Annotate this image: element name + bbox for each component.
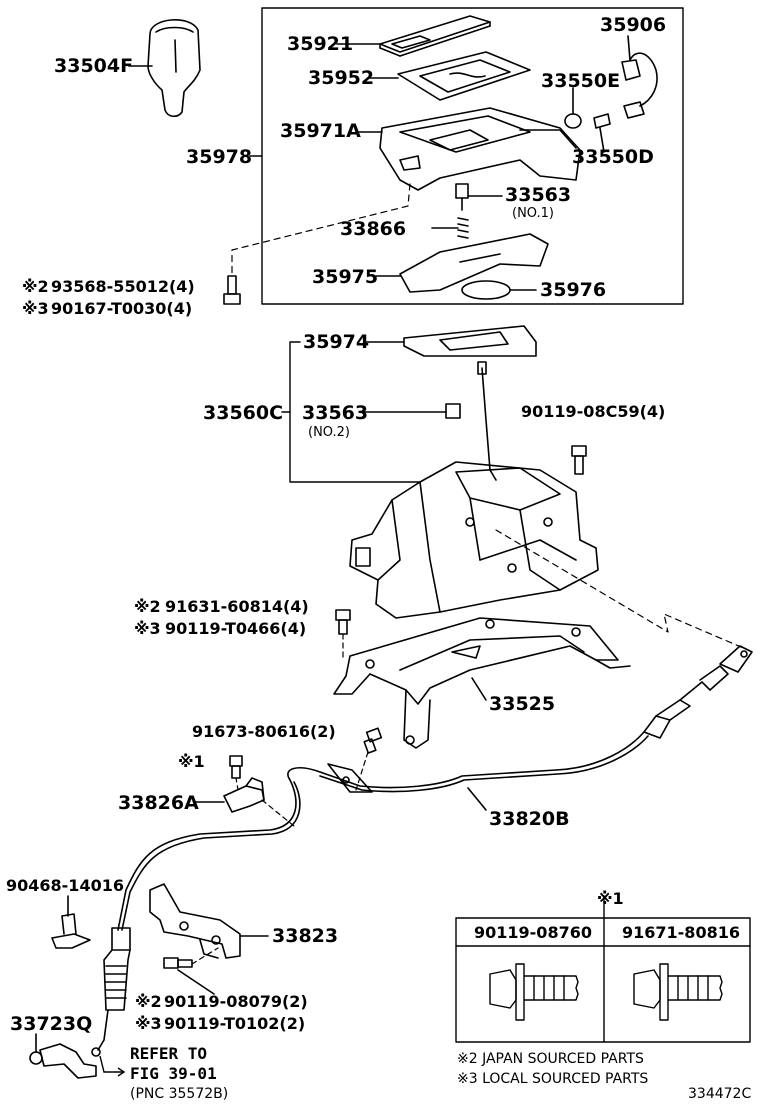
bolt-93568 xyxy=(223,275,241,305)
label-no1: (NO.1) xyxy=(512,206,554,221)
part-33550D xyxy=(593,113,611,129)
label-35978: 35978 xyxy=(186,146,253,168)
part-33525 xyxy=(333,617,631,749)
label-33866: 33866 xyxy=(340,218,407,240)
label-35971A: 35971A xyxy=(280,120,361,142)
label-33820B: 33820B xyxy=(489,808,570,830)
label-35974: 35974 xyxy=(303,331,370,353)
part-33866 xyxy=(431,217,469,239)
bolt-90119-08C59 xyxy=(571,445,587,475)
part-35974 xyxy=(363,325,537,357)
shift-knob-33504F xyxy=(128,19,201,118)
label-33723Q: 33723Q xyxy=(10,1013,93,1035)
label-33560C: 33560C xyxy=(203,402,284,424)
label-90468-14016: 90468-14016 xyxy=(6,876,124,895)
part-35906 xyxy=(621,35,658,119)
label-35976: 35976 xyxy=(540,279,607,301)
label-35906: 35906 xyxy=(600,14,667,36)
table-mark1: ※1 xyxy=(597,889,624,908)
label-35975: 35975 xyxy=(312,266,379,288)
note-local-sourced: ※3 LOCAL SOURCED PARTS xyxy=(457,1071,649,1087)
bolt-label-93568: 93568-55012(4) xyxy=(51,277,195,296)
mark3-90119-T0102: ※3 xyxy=(135,1014,162,1033)
shift-lever xyxy=(481,367,497,481)
part-35975 xyxy=(375,233,549,293)
cable-end xyxy=(91,927,131,1057)
refer-line3: (PNC 35572B) xyxy=(130,1086,229,1102)
label-33826A: 33826A xyxy=(118,792,199,814)
refer-line1: REFER TO xyxy=(130,1044,208,1063)
table-header-90119-08760: 90119-08760 xyxy=(474,923,592,942)
bolt-label-91673: 91673-80616(2) xyxy=(192,722,336,741)
label-33550E: 33550E xyxy=(541,70,621,92)
refer-line2: FIG 39-01 xyxy=(130,1064,217,1083)
label-no2: (NO.2) xyxy=(308,425,350,440)
label-33504F: 33504F xyxy=(54,55,134,77)
mark2-91631: ※2 xyxy=(134,597,161,616)
label-35921: 35921 xyxy=(287,33,354,55)
part-33563-no1 xyxy=(455,183,503,211)
shift-housing-33560C xyxy=(349,461,599,619)
label-33563-no2: 33563 xyxy=(302,402,369,424)
bolt-91673 xyxy=(363,727,383,754)
bolt-label-90167: 90167-T0030(4) xyxy=(51,299,193,318)
cable-33820B xyxy=(117,645,753,931)
label-33823: 33823 xyxy=(272,925,339,947)
label-33563-no1: 33563 xyxy=(505,184,572,206)
part-33563-no2 xyxy=(363,403,461,419)
bolt-label-90119-T0466: 90119-T0466(4) xyxy=(165,619,307,638)
mark1-bolt: ※1 xyxy=(178,752,205,771)
note-japan-sourced: ※2 JAPAN SOURCED PARTS xyxy=(457,1051,644,1067)
clip-33826A xyxy=(195,777,265,813)
bolt-label-90119-08C59: 90119-08C59(4) xyxy=(521,402,666,421)
part-33723Q xyxy=(29,1033,97,1079)
bolt-label-90119-T0102: 90119-T0102(2) xyxy=(164,1014,306,1033)
bolt-label-91631: 91631-60814(4) xyxy=(165,597,309,616)
part-35952 xyxy=(397,51,531,101)
mark2-93568: ※2 xyxy=(22,277,49,296)
label-35952: 35952 xyxy=(308,67,375,89)
label-33550D: 33550D xyxy=(572,146,654,168)
part-35921 xyxy=(379,15,491,57)
mark3-90167: ※3 xyxy=(22,299,49,318)
bolt-label-90119-08079: 90119-08079(2) xyxy=(164,992,308,1011)
mark2-90119-08079: ※2 xyxy=(135,992,162,1011)
label-33525: 33525 xyxy=(489,693,556,715)
bracket-33823 xyxy=(149,883,269,959)
table-header-91671-80816: 91671-80816 xyxy=(622,923,740,942)
clip-90468 xyxy=(51,895,91,949)
part-35971A xyxy=(379,107,581,191)
figure-code: 334472C xyxy=(688,1086,752,1102)
fastener-table xyxy=(455,895,751,1043)
mark3-90119-T0466: ※3 xyxy=(134,619,161,638)
